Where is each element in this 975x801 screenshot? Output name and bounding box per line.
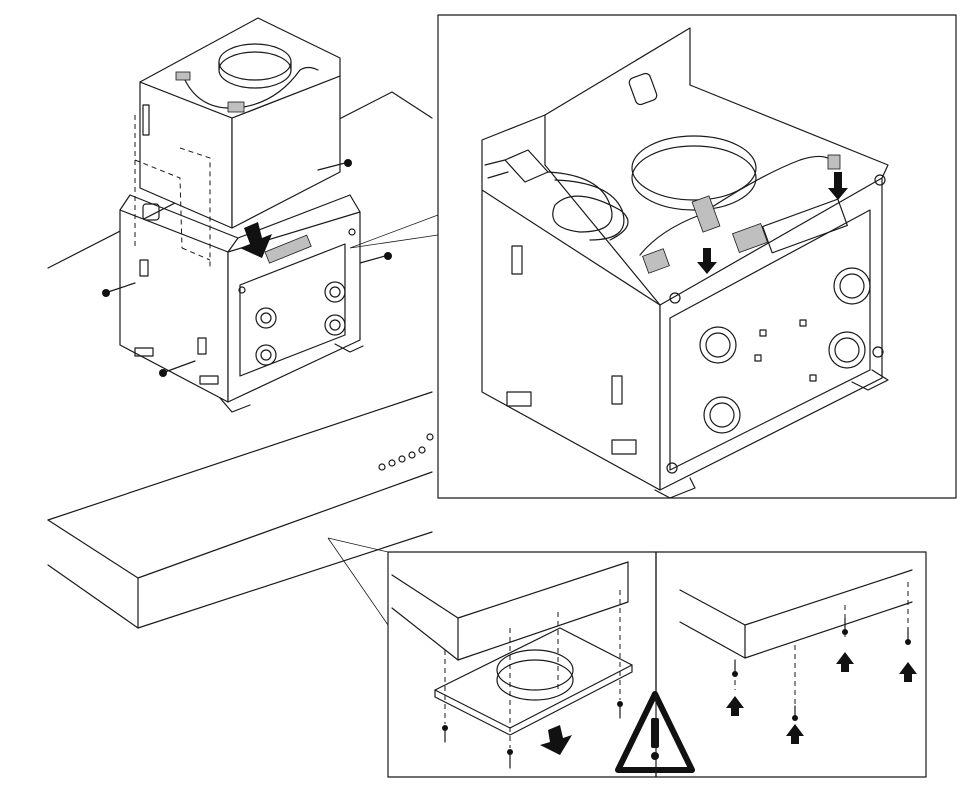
- screw-icon: [842, 617, 848, 635]
- arrow-up-icon: [836, 652, 854, 672]
- screw-icon: [159, 360, 196, 377]
- screw-icon: [905, 627, 911, 645]
- screw-icon: [792, 705, 798, 721]
- arrow-down-icon: [540, 725, 572, 755]
- detail-inset-panel: [437, 14, 957, 499]
- arrow-up-icon: [899, 662, 917, 682]
- power-plug: [484, 149, 549, 183]
- main-assembly-panel: [47, 17, 439, 629]
- screw-icon: [317, 159, 352, 171]
- screw-icon: [102, 282, 136, 297]
- hood-body: [47, 91, 434, 629]
- flange-inset-panel: [387, 551, 695, 778]
- arrow-down-icon: [828, 172, 848, 200]
- screw-icon: [507, 749, 513, 769]
- screw-icon: [617, 701, 623, 719]
- alignment-guides: [134, 115, 211, 270]
- support-frame: [119, 194, 364, 413]
- warning-triangle-icon: [615, 691, 695, 773]
- arrow-up-icon: [786, 724, 804, 744]
- arrow-down-icon: [697, 248, 717, 274]
- motor-box: [139, 17, 341, 229]
- hood-vent-holes: [378, 433, 434, 471]
- flange-plate: [434, 627, 633, 736]
- arrow-up-icon: [726, 696, 744, 716]
- screw-icon: [442, 725, 448, 743]
- hood-bottom-inset-panel: [655, 551, 927, 778]
- screw-icon: [359, 252, 392, 264]
- arrow-down-icon: [240, 222, 272, 258]
- screw-icon: [732, 659, 738, 677]
